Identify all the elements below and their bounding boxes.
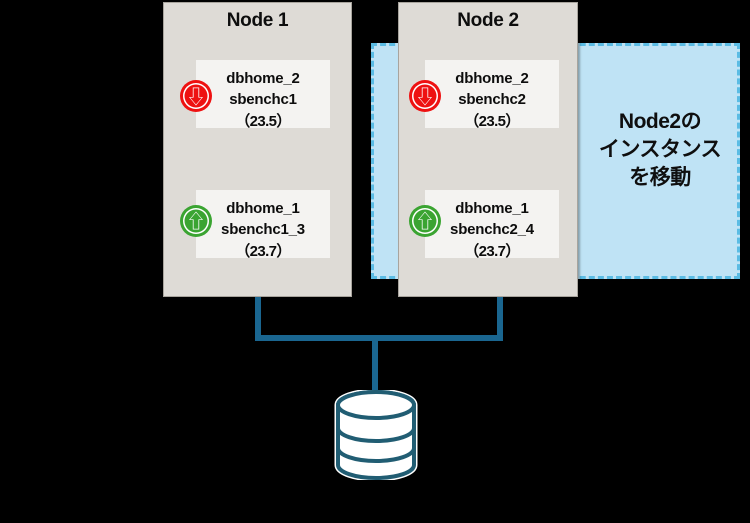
instance-dbhome-label: dbhome_1 (455, 200, 529, 217)
instance-name-label: sbenchc2_4 (450, 221, 534, 239)
database-cylinder-icon (330, 388, 422, 482)
node-title-node1: Node 1 (226, 10, 289, 31)
instance-card-node2-sbenchc2: dbhome_2 sbenchc2 （23.5） (425, 60, 559, 130)
highlight-label-line-1: Node2の (618, 110, 702, 133)
node-title-node2: Node 2 (457, 10, 519, 31)
arrow-up-circle-icon (179, 204, 213, 238)
instance-version-label: （23.5） (235, 112, 291, 130)
instance-version-label: （23.7） (235, 242, 291, 260)
arrow-up-circle-icon (408, 204, 442, 238)
instance-card-node1-sbenchc1-3: dbhome_1 sbenchc1_3 （23.7） (196, 190, 330, 260)
instance-name-label: sbenchc2 (458, 91, 526, 109)
instance-dbhome-label: dbhome_2 (226, 70, 300, 87)
connector-node2-vertical (497, 297, 503, 341)
connector-node1-vertical (255, 297, 261, 341)
instance-name-label: sbenchc1 (229, 91, 297, 109)
highlight-label-line-2: インスタンス (598, 138, 722, 162)
connector-storage-vertical (372, 335, 378, 395)
arrow-down-circle-icon (179, 79, 213, 113)
instance-card-node2-sbenchc2-4: dbhome_1 sbenchc2_4 （23.7） (425, 190, 559, 260)
instance-version-label: （23.7） (464, 242, 520, 260)
highlight-region-label: Node2の インスタンス を移動 (580, 108, 740, 192)
instance-version-label: （23.5） (464, 112, 520, 130)
highlight-label-line-3: を移動 (629, 166, 691, 190)
arrow-down-circle-icon (408, 79, 442, 113)
instance-name-label: sbenchc1_3 (221, 221, 305, 239)
connector-horizontal-bus (255, 335, 503, 341)
instance-dbhome-label: dbhome_2 (455, 70, 529, 87)
instance-dbhome-label: dbhome_1 (226, 200, 300, 217)
instance-card-node1-sbenchc1: dbhome_2 sbenchc1 （23.5） (196, 60, 330, 130)
